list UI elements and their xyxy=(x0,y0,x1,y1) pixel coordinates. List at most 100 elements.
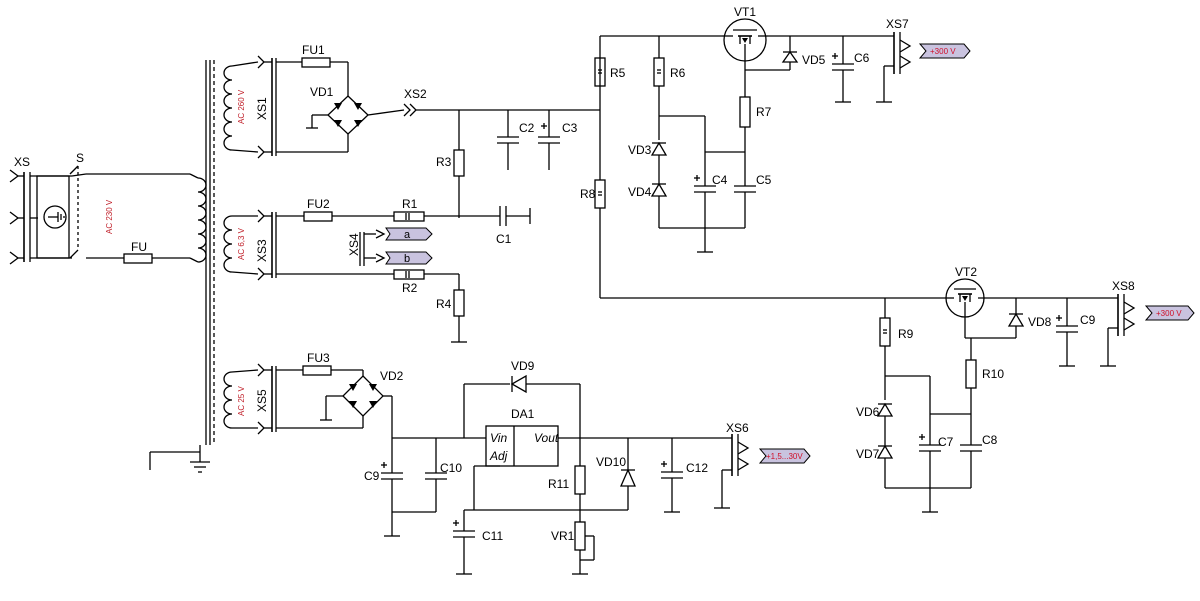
label-vd8: VD8 xyxy=(1028,315,1052,329)
zener-vd3 xyxy=(650,115,706,184)
label-fu2: FU2 xyxy=(307,197,330,211)
label-vd3: VD3 xyxy=(628,143,652,157)
capacitor-c8 xyxy=(960,414,982,488)
resistor-r8 xyxy=(594,110,946,299)
label-vd5: VD5 xyxy=(802,53,826,67)
label-vt2: VT2 xyxy=(955,265,977,279)
label-c3: C3 xyxy=(562,121,578,135)
adj-rail xyxy=(464,509,628,522)
label-c4: C4 xyxy=(712,173,728,187)
transformer-primary xyxy=(189,173,207,263)
resistor-r6 xyxy=(653,36,665,140)
connector-xs7 xyxy=(876,32,912,103)
resistor-r4 xyxy=(451,274,467,343)
label-c9-top: C9 xyxy=(1080,313,1096,327)
output-label-300v-bottom: +300 V xyxy=(1156,309,1182,318)
output-tag-variable: +1,5...30V xyxy=(758,448,811,464)
resistor-r10 xyxy=(965,338,977,414)
mains-connector-xs xyxy=(9,169,72,265)
label-xs6: XS6 xyxy=(726,421,749,435)
label-vout: Vout xyxy=(534,431,559,445)
mains-switch-s xyxy=(69,165,190,259)
label-r10: R10 xyxy=(982,367,1004,381)
label-c2: C2 xyxy=(519,121,535,135)
output-label-variable: +1,5...30V xyxy=(766,452,803,461)
resistor-r11 xyxy=(574,438,586,510)
transformer-secondary-3 xyxy=(223,363,277,435)
tag-a: a xyxy=(404,229,411,241)
label-vr1: VR1 xyxy=(551,529,575,543)
capacitor-c1 xyxy=(499,206,531,226)
top-rail xyxy=(599,35,894,110)
label-r11: R11 xyxy=(548,477,569,491)
label-vd2: VD2 xyxy=(380,369,404,383)
capacitor-c12 xyxy=(661,438,683,513)
label-ac-260: AC 260 V xyxy=(237,89,246,124)
label-s: S xyxy=(76,151,84,165)
capacitor-c9-bottom xyxy=(381,438,403,537)
label-xs5: XS5 xyxy=(255,389,269,412)
zener-vd4 xyxy=(650,182,668,228)
label-vd4: VD4 xyxy=(628,185,652,199)
diode-vd9 xyxy=(463,374,581,438)
label-vd1: VD1 xyxy=(310,85,334,99)
label-ac-25: AC 25 V xyxy=(237,386,246,416)
mosfet-vt2 xyxy=(945,278,1118,338)
fuse-fu1 xyxy=(275,57,349,156)
connector-xs8 xyxy=(1100,294,1136,367)
regulator-da1 xyxy=(473,425,732,510)
output-tag-300v-bottom: +300 V xyxy=(1144,305,1195,321)
output-tag-300v-top: +300 V xyxy=(918,43,971,59)
zener-vd5 xyxy=(745,36,799,71)
label-vin: Vin xyxy=(490,431,507,445)
label-vd6: VD6 xyxy=(856,405,880,419)
capacitor-c11 xyxy=(453,510,475,575)
capacitor-c7 xyxy=(919,413,971,488)
label-adj: Adj xyxy=(489,449,508,463)
label-c7: C7 xyxy=(938,435,954,449)
label-da1: DA1 xyxy=(511,407,535,421)
fuse-fu2 xyxy=(276,211,394,275)
vt2-ground xyxy=(885,487,971,513)
resistor-r2 xyxy=(393,269,459,280)
resistor-r5 xyxy=(594,57,606,87)
tag-b: b xyxy=(404,253,410,265)
label-r8: R8 xyxy=(580,187,596,201)
label-c12: C12 xyxy=(686,461,708,475)
zener-vd8 xyxy=(965,298,1025,339)
resistor-r9 xyxy=(879,298,891,400)
label-c5: C5 xyxy=(756,173,772,187)
label-r7: R7 xyxy=(756,105,772,119)
fuse-fu xyxy=(123,253,190,264)
vt1-ground xyxy=(659,227,745,253)
label-xs3: XS3 xyxy=(255,239,269,262)
label-xs7: XS7 xyxy=(886,17,909,31)
label-xs1: XS1 xyxy=(255,97,269,120)
output-label-300v-top: +300 V xyxy=(930,47,956,56)
zener-vd6 xyxy=(876,375,931,446)
label-vt1: VT1 xyxy=(734,5,756,19)
bridge-vd2 xyxy=(320,375,393,438)
label-r6: R6 xyxy=(670,66,686,80)
label-c1: C1 xyxy=(496,232,512,246)
label-vd10: VD10 xyxy=(596,455,626,469)
diode-vd10 xyxy=(620,438,636,510)
label-vd9: VD9 xyxy=(511,359,535,373)
capacitor-c3 xyxy=(538,110,560,170)
label-fu: FU xyxy=(131,240,147,254)
label-r1: R1 xyxy=(402,197,418,211)
resistor-r1 xyxy=(393,211,500,222)
resistor-r7 xyxy=(739,70,751,152)
transformer-secondary-2 xyxy=(223,209,277,281)
label-ac-63: AC 6,3 V xyxy=(237,227,246,260)
label-r3: R3 xyxy=(436,155,452,169)
mosfet-vt1 xyxy=(722,18,768,70)
label-fu3: FU3 xyxy=(307,351,330,365)
label-r4: R4 xyxy=(436,297,452,311)
label-fu1: FU1 xyxy=(302,43,325,57)
label-c6: C6 xyxy=(854,51,870,65)
bridge-vd1 xyxy=(306,95,405,135)
fuse-fu3 xyxy=(276,365,364,429)
transformer-core xyxy=(149,60,215,473)
